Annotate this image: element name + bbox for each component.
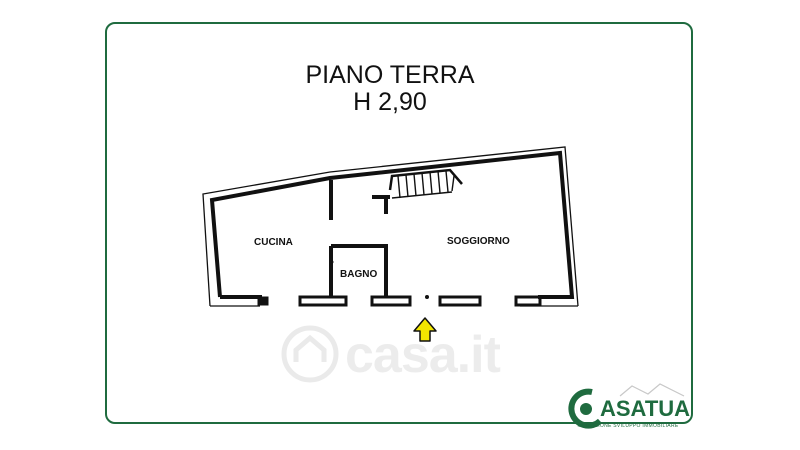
room-label-bagno: BAGNO bbox=[340, 269, 377, 280]
drawing-frame bbox=[105, 22, 693, 424]
room-label-cucina: CUCINA bbox=[254, 237, 293, 248]
entrance-arrow-icon bbox=[413, 317, 437, 342]
logo-tagline: MEDIAZIONE SVILUPPO IMMOBILIARE bbox=[577, 423, 679, 429]
logo-name: ASATUA bbox=[600, 396, 691, 421]
room-label-soggiorno: SOGGIORNO bbox=[447, 236, 510, 247]
watermark-text: casa.it bbox=[345, 326, 501, 384]
outer-walls bbox=[209, 150, 575, 299]
front-wall-segments bbox=[257, 295, 542, 307]
staircase bbox=[388, 168, 463, 199]
watermark-house-icon bbox=[281, 325, 339, 383]
interior-walls bbox=[329, 180, 390, 297]
logo-mark bbox=[568, 383, 685, 429]
plan-height-label: H 2,90 bbox=[353, 88, 427, 116]
plan-title: PIANO TERRA bbox=[305, 61, 475, 89]
